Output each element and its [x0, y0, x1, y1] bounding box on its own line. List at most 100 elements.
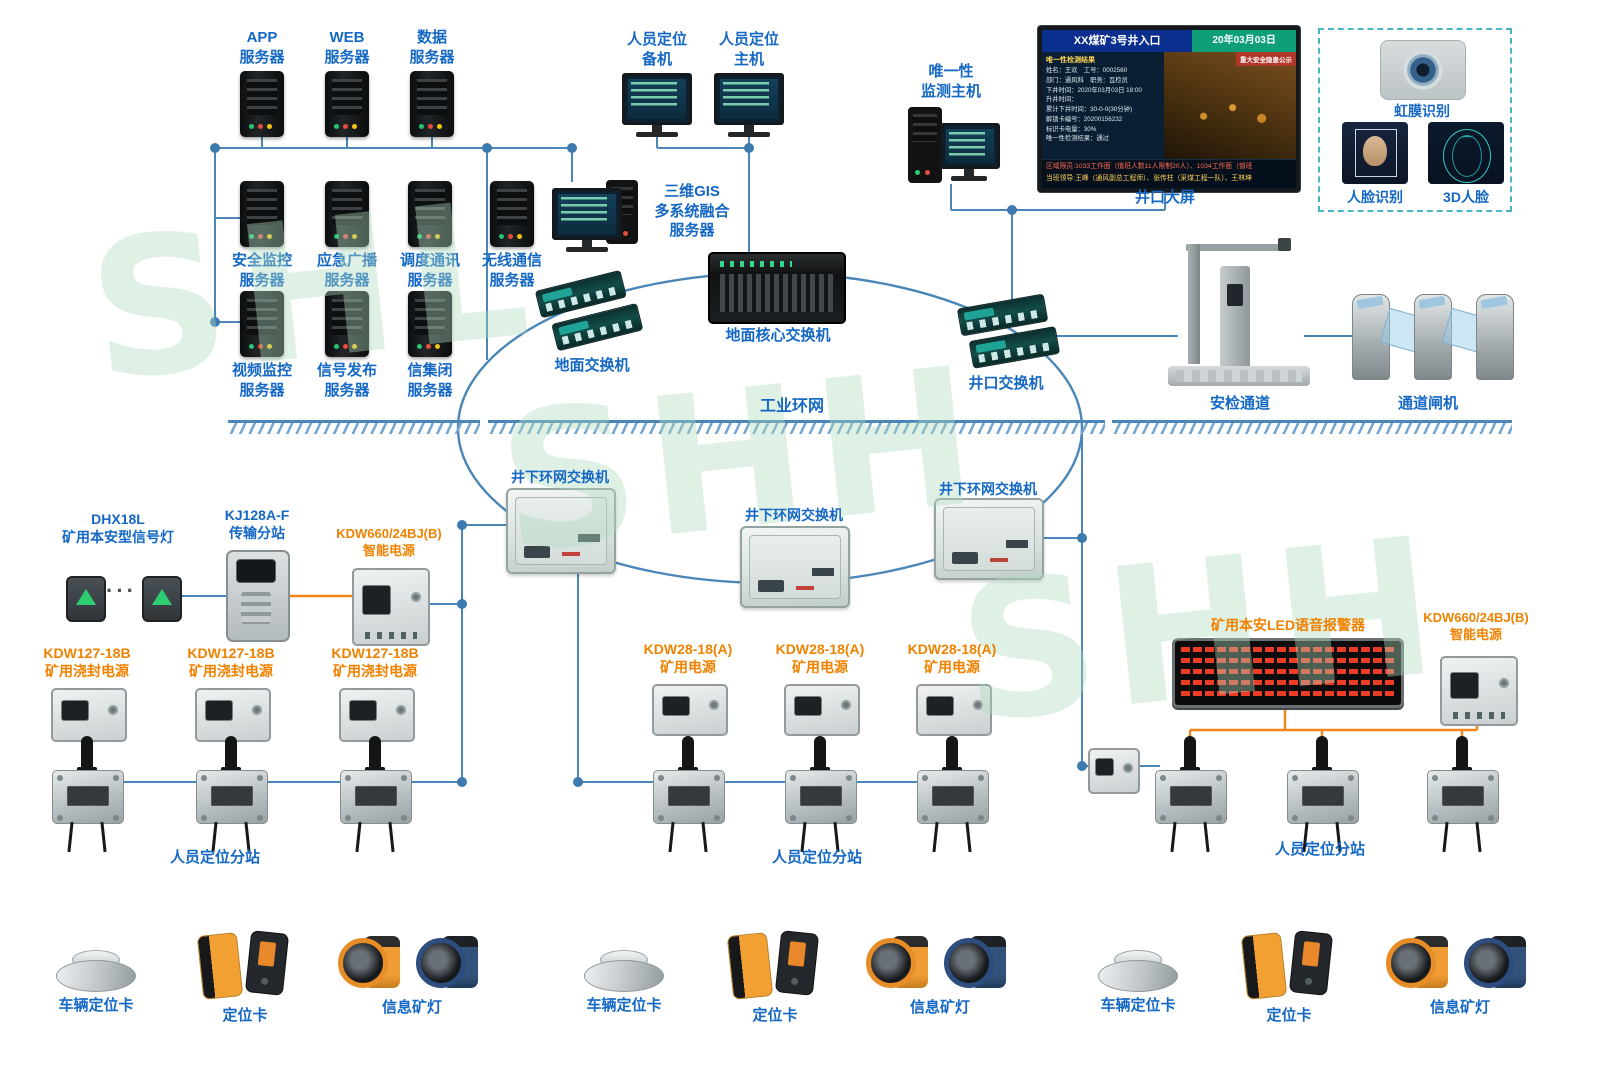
underground-switch-3-label: 井下环网交换机 — [939, 481, 1037, 497]
ring-network-label: 工业环网 — [759, 398, 824, 415]
substation-body — [52, 770, 124, 824]
ticker-line: 当班领导:王峰（通风副总工程师）、张传柱（采煤工程一队）、王林坤 — [1046, 174, 1252, 182]
ground-switch-label: 地面交换机 — [554, 357, 630, 374]
positioning-card-label: 定位卡 — [222, 1007, 268, 1024]
server-tower-icon — [410, 71, 454, 137]
base — [951, 176, 987, 181]
stand — [582, 240, 592, 247]
positioning-substation — [196, 736, 268, 853]
server-wireless: 无线通信 服务器 — [467, 181, 557, 290]
server-signal: 信号发布 服务器 — [302, 291, 392, 400]
server-web-label: WEB 服务器 — [324, 29, 370, 66]
biometric-panel: 虹膜识别 人脸识别 3D人脸 — [1318, 28, 1512, 212]
big-screen-header: XX煤矿3号井入口 20年03月03日 — [1042, 30, 1296, 52]
info-lamp-label: 信息矿灯 — [1429, 999, 1490, 1016]
junction-box-icon — [1088, 748, 1140, 794]
mine-lamp-head — [866, 938, 916, 988]
monitor-icon — [714, 73, 784, 137]
server-tower-icon — [240, 181, 284, 247]
kdw127-1-label: KDW127-18B 矿用浇封电源 — [43, 645, 131, 680]
info-line: 部门：通风科 职务：瓦检员 — [1046, 76, 1128, 84]
server-tower-icon — [240, 71, 284, 137]
kdw28-2-icon — [784, 684, 860, 736]
substation-body — [653, 770, 725, 824]
antenna-prong — [1170, 821, 1177, 853]
server-signal-label: 信号发布 服务器 — [316, 362, 377, 399]
gate-camera — [1278, 238, 1291, 251]
positioning-substation — [52, 736, 124, 853]
monitor-icon — [552, 188, 622, 252]
positioning-card-icon — [244, 930, 290, 996]
antenna-icon — [1452, 736, 1472, 774]
iris-image — [1380, 40, 1466, 100]
stand — [652, 125, 662, 132]
tower-icon — [908, 107, 942, 183]
server-tower-icon — [325, 181, 369, 247]
positioning-substation — [653, 736, 725, 853]
big-screen-label: 井口大屏 — [1134, 189, 1195, 206]
big-screen-body: 唯一性检测结果 姓名：王欢 工号：0002560 部门：通风科 职务：瓦检员 下… — [1042, 52, 1296, 159]
server-tower-icon — [408, 291, 452, 357]
ground-hatch-1 — [228, 420, 480, 434]
server-dispatch-label: 调度通讯 服务器 — [399, 252, 460, 289]
positioning-substation — [1287, 736, 1359, 853]
substation-body — [1427, 770, 1499, 824]
server-dispatch: 调度通讯 服务器 — [385, 181, 475, 290]
underground-switch-2-label: 井下环网交换机 — [745, 507, 843, 523]
screen — [552, 188, 622, 240]
info-line: 下井时间：2020年03月03日 18:00 — [1046, 86, 1142, 94]
stand — [744, 125, 754, 132]
server-app: APP 服务器 — [217, 28, 307, 137]
info-line: 解锁卡编号：20200156232 — [1046, 115, 1123, 123]
underground-switch-3 — [934, 498, 1044, 580]
monitor-icon — [622, 73, 692, 137]
base — [728, 132, 770, 137]
info-lamp-label: 信息矿灯 — [909, 999, 970, 1016]
server-tower-icon — [325, 291, 369, 357]
server-app-label: APP 服务器 — [239, 29, 285, 66]
antenna-icon — [365, 736, 385, 774]
server-safety-monitor-label: 安全监控 服务器 — [231, 252, 292, 289]
info-line: 标识卡电量：30% — [1046, 125, 1097, 133]
big-screen-ticker: 区域限员:1033工作面（值班人数11人限制20人）、1034工作面（值班 当班… — [1042, 159, 1296, 188]
info-lamp-label: 信息矿灯 — [381, 999, 442, 1016]
kj128-substation-icon — [226, 550, 290, 642]
signal-light-icon — [66, 576, 106, 622]
underground-switch-2 — [740, 526, 850, 608]
positioning-substation — [917, 736, 989, 853]
base — [566, 247, 608, 252]
antenna-prong — [100, 821, 107, 853]
face-image — [1342, 122, 1408, 184]
wellhead-switch-label: 井口交换机 — [968, 375, 1044, 392]
kdw127-1-icon — [51, 688, 127, 742]
monitor-icon — [940, 123, 1000, 181]
kj128-label: KJ128A-F 传输分站 — [224, 507, 290, 542]
antenna-icon — [1312, 736, 1332, 774]
signal-light-icon — [142, 576, 182, 622]
ticker-line: 区域限员:1033工作面（值班人数11人限制20人）、1034工作面（值班 — [1046, 163, 1253, 170]
turnstile-pedestal — [1476, 294, 1514, 380]
backup-host-label: 人员定位 备机 — [626, 31, 687, 68]
info-line: 姓名：王欢 工号：0002560 — [1046, 67, 1128, 75]
terminals — [365, 632, 417, 639]
underground-switch-1-label: 井下环网交换机 — [511, 469, 609, 485]
gate-arm — [1186, 244, 1286, 251]
big-screen-date: 20年03月03日 — [1192, 30, 1296, 52]
face-label: 人脸识别 — [1347, 189, 1403, 205]
server-interlock: 信集闭 服务器 — [385, 291, 475, 400]
big-screen-photo: 重大安全隐患公示 — [1164, 52, 1296, 159]
positioning-card-label: 定位卡 — [752, 1007, 798, 1024]
core-switch-label: 地面核心交换机 — [725, 327, 831, 344]
ground-hatch-2 — [488, 420, 1105, 434]
uniqueness-host: 唯一性 监测主机 — [903, 62, 1000, 185]
antenna-icon — [942, 736, 962, 774]
server-tower-icon — [490, 181, 534, 247]
substation-body — [1287, 770, 1359, 824]
kdw127-3-icon — [339, 688, 415, 742]
vehicle-card-icon — [1098, 948, 1178, 994]
iris-label: 虹膜识别 — [1394, 103, 1450, 119]
vehicle-card-label: 车辆定位卡 — [586, 997, 662, 1014]
positioning-card-icon — [196, 932, 244, 1000]
host-icon — [904, 105, 1000, 185]
